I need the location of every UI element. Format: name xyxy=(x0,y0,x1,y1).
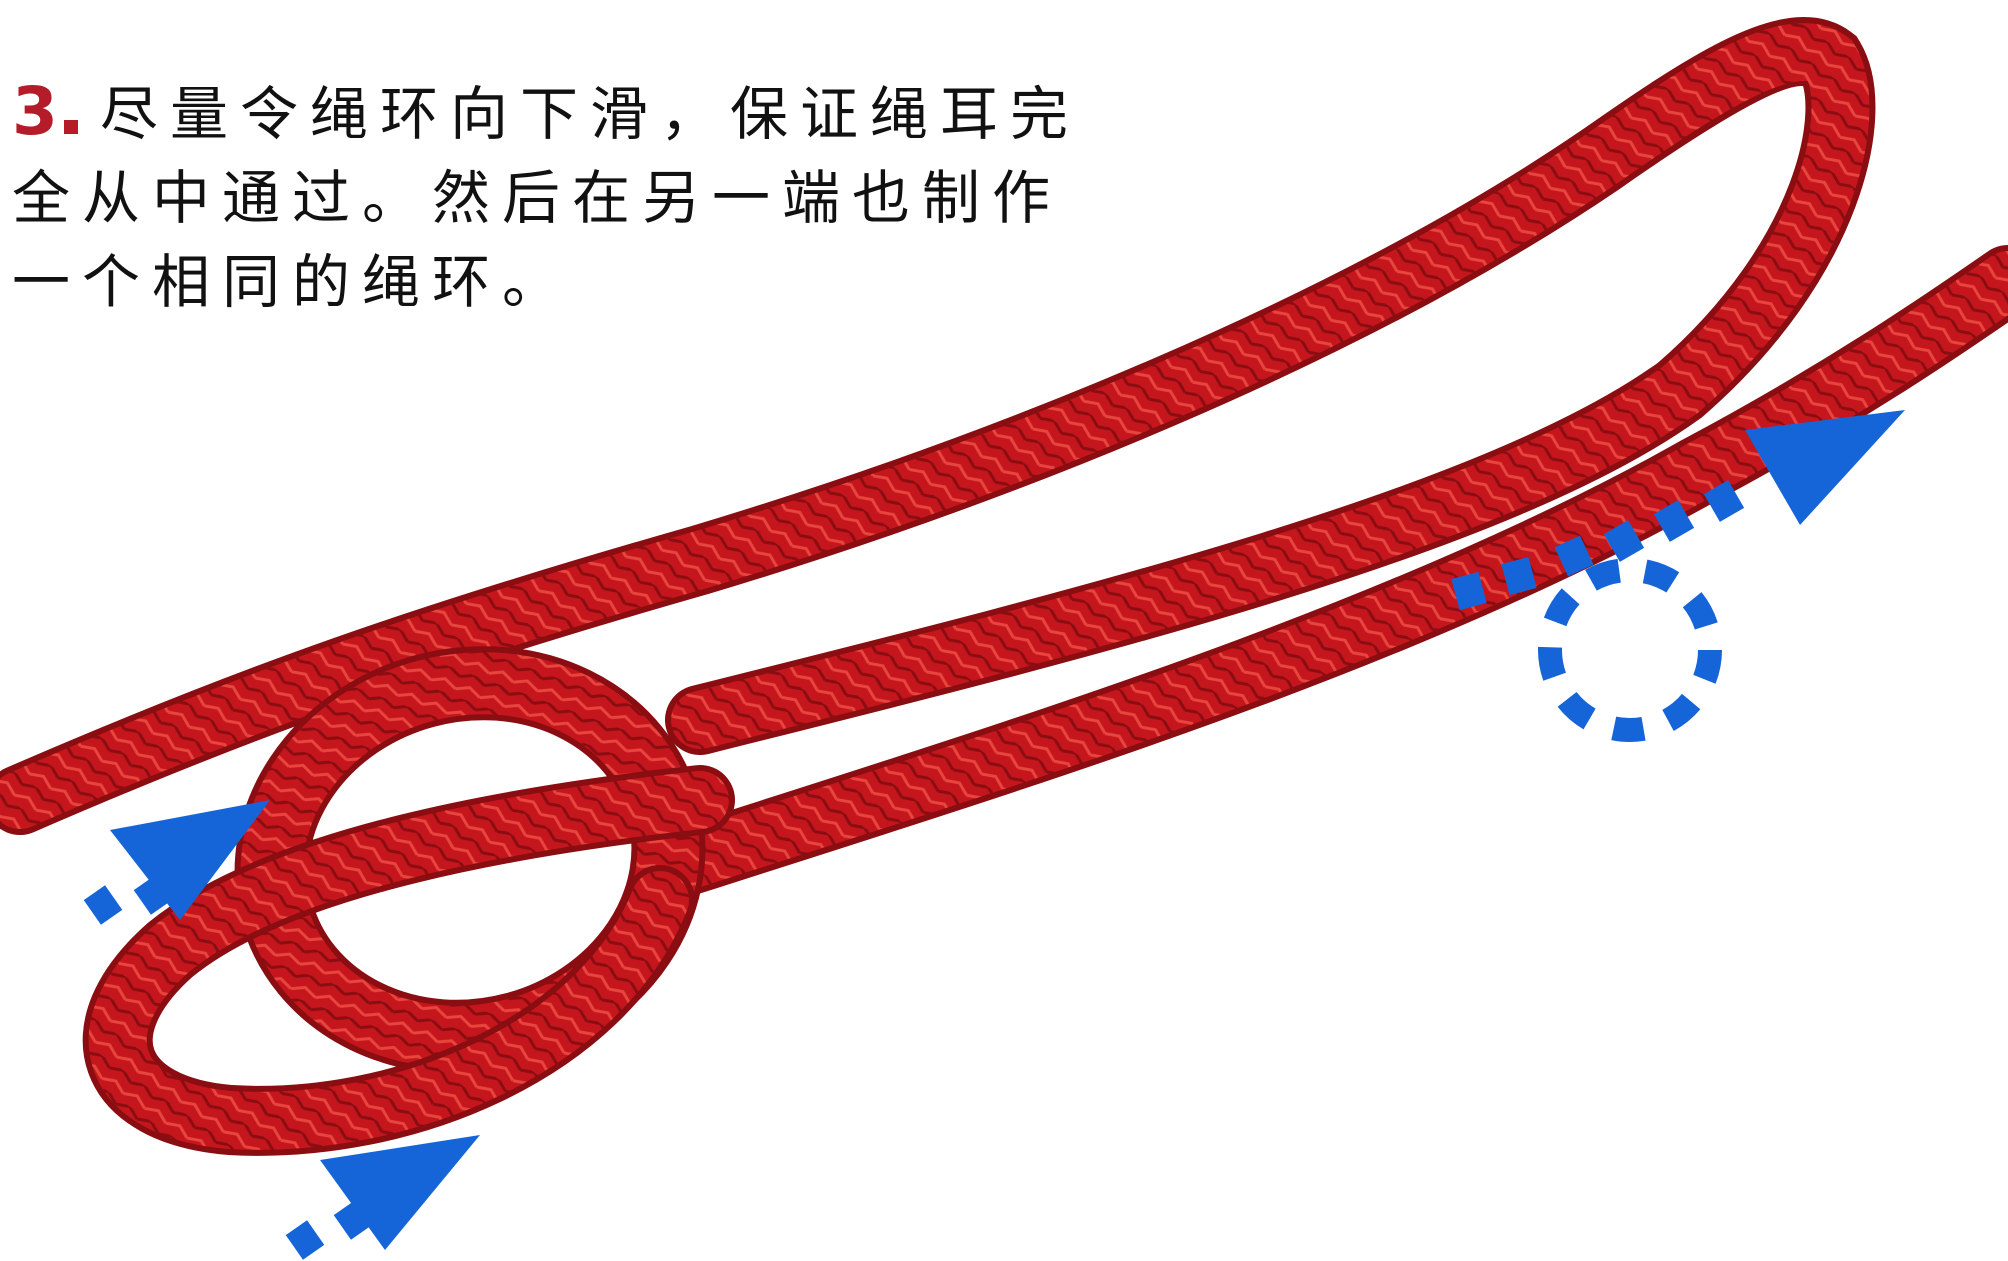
arrow-icon xyxy=(1451,410,1905,611)
arrow-icon xyxy=(83,800,270,925)
step-number: 3 xyxy=(12,73,58,150)
dashed-circle-icon xyxy=(1538,558,1722,742)
caption-text-1: 尽量令绳环向下滑，保证绳耳完 xyxy=(99,80,1080,148)
caption-line-2: 全从中通过。然后在另一端也制作 xyxy=(12,164,1063,232)
arrow-icon xyxy=(285,1135,480,1260)
caption-line-3: 一个相同的绳环。 xyxy=(12,248,573,316)
step-number-dot xyxy=(63,120,78,134)
